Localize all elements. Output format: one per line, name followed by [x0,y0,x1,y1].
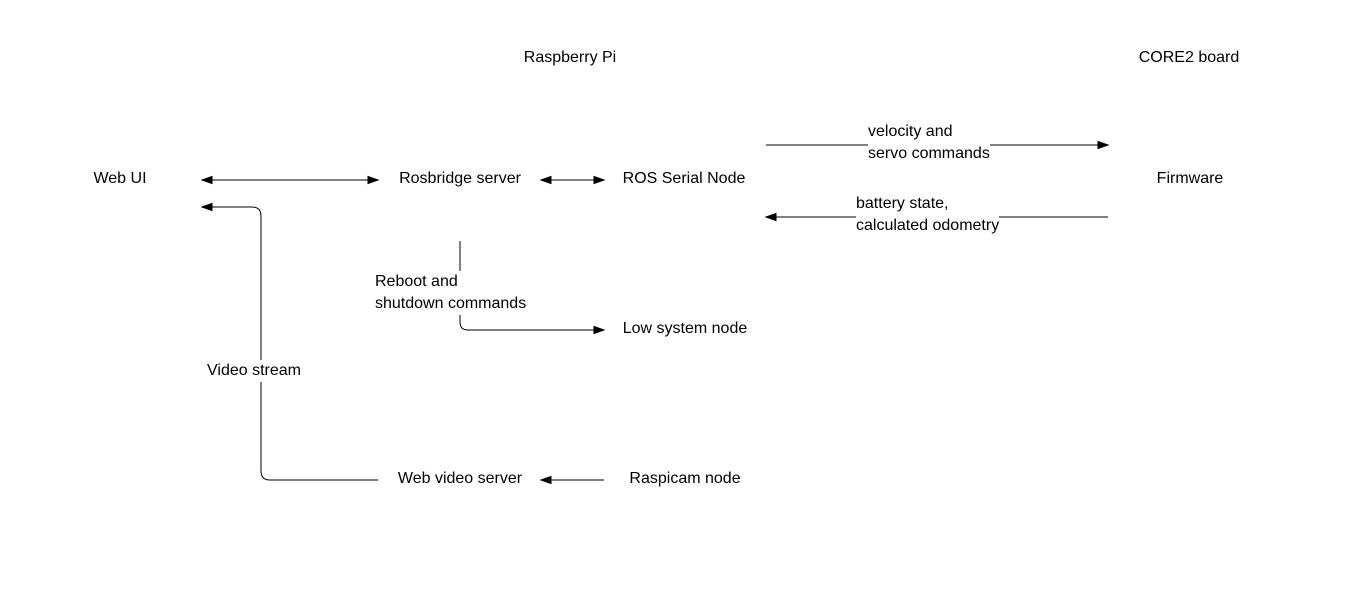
node-low-system-node: Low system node [622,320,748,337]
edge-raspicam-webvideo [539,475,604,485]
node-web-ui: Web UI [93,170,147,187]
node-raspicam-node: Raspicam node [629,470,741,487]
edge-label-reboot-shutdown: Reboot and shutdown commands [375,271,527,315]
edge-label-line: shutdown commands [375,295,527,312]
edge-label-video-stream: Video stream [207,360,301,382]
edge-label-velocity-commands: velocity and servo commands [868,121,990,165]
edge-rosbridge-lowsystem [459,241,606,335]
edge-label-line: Reboot and [375,273,458,290]
edge-label-battery-odometry: battery state, calculated odometry [856,193,1000,237]
group-title-raspberry-pi: Raspberry Pi [523,49,617,66]
node-firmware: Firmware [1156,170,1224,187]
node-web-video-server: Web video server [397,470,523,487]
edge-rosbridge-rosserial [539,175,606,185]
edge-label-line: battery state, [856,195,949,212]
edge-label-line: servo commands [868,145,990,162]
node-rosbridge-server: Rosbridge server [399,170,521,187]
edge-webvideo-webui [200,202,378,481]
edge-label-line: velocity and [868,123,953,140]
edge-label-line: calculated odometry [856,217,1000,234]
group-title-core2-board: CORE2 board [1138,49,1240,66]
edge-webui-rosbridge [200,175,380,185]
node-ros-serial-node: ROS Serial Node [622,170,746,187]
